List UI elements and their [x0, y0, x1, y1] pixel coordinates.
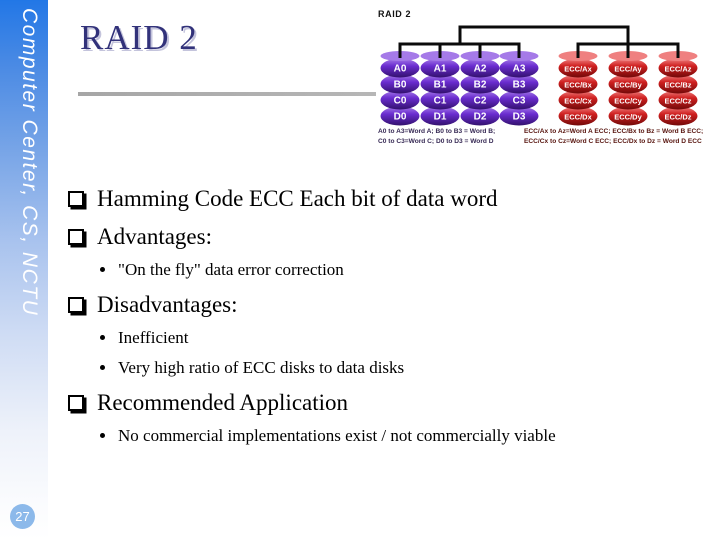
disk-array: A0B0C0D0A1B1C1D1A2B2C2D2A3B3C3D3ECC/AxEC… — [380, 51, 698, 126]
diagram-caption-data-line1: A0 to A3=Word A; B0 to B3 = Word B; — [378, 128, 495, 135]
bullet-text: Disadvantages: — [97, 292, 238, 317]
disk-segment-label: D1 — [434, 112, 447, 123]
square-bullet-icon — [68, 191, 84, 207]
disk-segment-label: C1 — [434, 96, 447, 107]
bullet-text: "On the fly" data error correction — [118, 260, 344, 279]
disk-segment-label: B1 — [434, 80, 447, 91]
disk-segment-label: D0 — [394, 112, 407, 123]
bullet-item: Disadvantages: — [68, 292, 668, 318]
bullet-text: No commercial implementations exist / no… — [118, 426, 556, 445]
disk-segment-label: B2 — [474, 80, 487, 91]
bullet-text: Recommended Application — [97, 390, 349, 415]
disk-segment-label: A2 — [474, 64, 487, 75]
dot-bullet-icon — [100, 335, 105, 340]
bullet-item: Advantages: — [68, 224, 668, 250]
square-bullet-icon — [68, 229, 84, 245]
bullet-text: Advantages: — [97, 224, 212, 249]
disk-segment-label: ECC/Cx — [564, 97, 592, 106]
sub-bullet-item: Inefficient — [68, 328, 668, 348]
page-number-badge: 27 — [10, 504, 35, 529]
disk-segment-label: A1 — [434, 64, 447, 75]
disk-segment-label: C2 — [474, 96, 487, 107]
disk-segment-label: C3 — [513, 96, 526, 107]
page-number: 27 — [15, 509, 30, 524]
disk-segment-label: D3 — [513, 112, 526, 123]
disk-segment-label: ECC/Ay — [614, 65, 642, 74]
sub-bullet-item: "On the fly" data error correction — [68, 260, 668, 280]
bullet-item: Hamming Code ECC Each bit of data word — [68, 186, 668, 212]
disk-segment-label: B3 — [513, 80, 526, 91]
disk-segment-label: A3 — [513, 64, 526, 75]
dot-bullet-icon — [100, 365, 105, 370]
bullet-text: Inefficient — [118, 328, 189, 347]
diagram-title-label: RAID 2 — [378, 9, 411, 19]
disk-segment-label: ECC/Dz — [664, 113, 691, 122]
diagram-caption-ecc-line2: ECC/Cx to Cz=Word C ECC; ECC/Dx to Dz = … — [524, 138, 702, 145]
disk-segment-label: B0 — [394, 80, 407, 91]
disk-segment-label: C0 — [394, 96, 407, 107]
disk-segment-label: A0 — [394, 64, 407, 75]
disk-segment-label: ECC/Ax — [564, 65, 592, 74]
diagram-caption-ecc-line1: ECC/Ax to Az=Word A ECC; ECC/Bx to Bz = … — [524, 128, 703, 135]
bullet-item: Recommended Application — [68, 390, 668, 416]
diagram-caption-data-line2: C0 to C3=Word C; D0 to D3 = Word D — [378, 138, 494, 145]
disk-segment-label: ECC/By — [614, 81, 642, 90]
sidebar: Computer Center, CS, NCTU — [0, 0, 48, 540]
bullet-text: Very high ratio of ECC disks to data dis… — [118, 358, 405, 377]
page-title: RAID 2 — [80, 18, 198, 57]
disk-segment-label: ECC/Az — [664, 65, 691, 74]
disk-segment-label: D2 — [474, 112, 487, 123]
square-bullet-icon — [68, 395, 84, 411]
disk-segment-label: ECC/Cz — [664, 97, 691, 106]
sidebar-vertical-text: Computer Center, CS, NCTU — [18, 8, 41, 317]
bullet-text: Hamming Code ECC Each bit of data word — [97, 186, 498, 211]
bus-lines — [398, 25, 680, 58]
disk-segment-label: ECC/Bx — [564, 81, 592, 90]
disk-segment-label: ECC/Bz — [664, 81, 691, 90]
disk-segment-label: ECC/Cy — [614, 97, 642, 106]
dot-bullet-icon — [100, 267, 105, 272]
square-bullet-icon — [68, 297, 84, 313]
dot-bullet-icon — [100, 433, 105, 438]
sub-bullet-item: No commercial implementations exist / no… — [68, 426, 668, 446]
disk-segment-label: ECC/Dy — [614, 113, 642, 122]
disk-segment-label: ECC/Dx — [564, 113, 592, 122]
sub-bullet-item: Very high ratio of ECC disks to data dis… — [68, 358, 668, 378]
